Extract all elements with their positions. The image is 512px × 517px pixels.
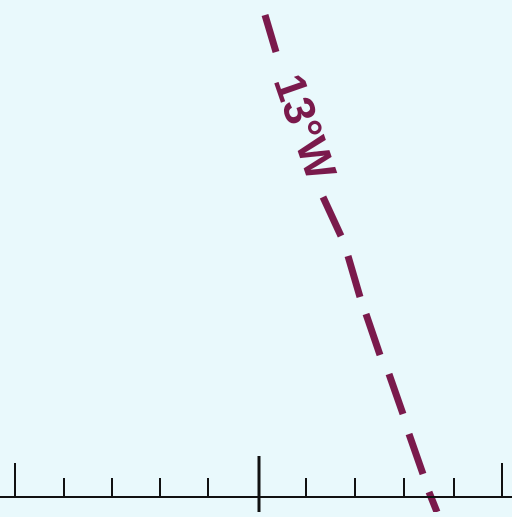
isogonic-dash: [362, 312, 384, 357]
isogonic-dash: [385, 372, 407, 416]
isogonic-dash: [261, 14, 280, 53]
isogonic-dash: [425, 490, 441, 514]
isogonic-line: [261, 14, 441, 514]
isogonic-dash: [319, 195, 345, 238]
isogonic-dash: [405, 432, 427, 476]
scale-bar: [0, 456, 512, 512]
isogonic-dash: [344, 255, 364, 298]
